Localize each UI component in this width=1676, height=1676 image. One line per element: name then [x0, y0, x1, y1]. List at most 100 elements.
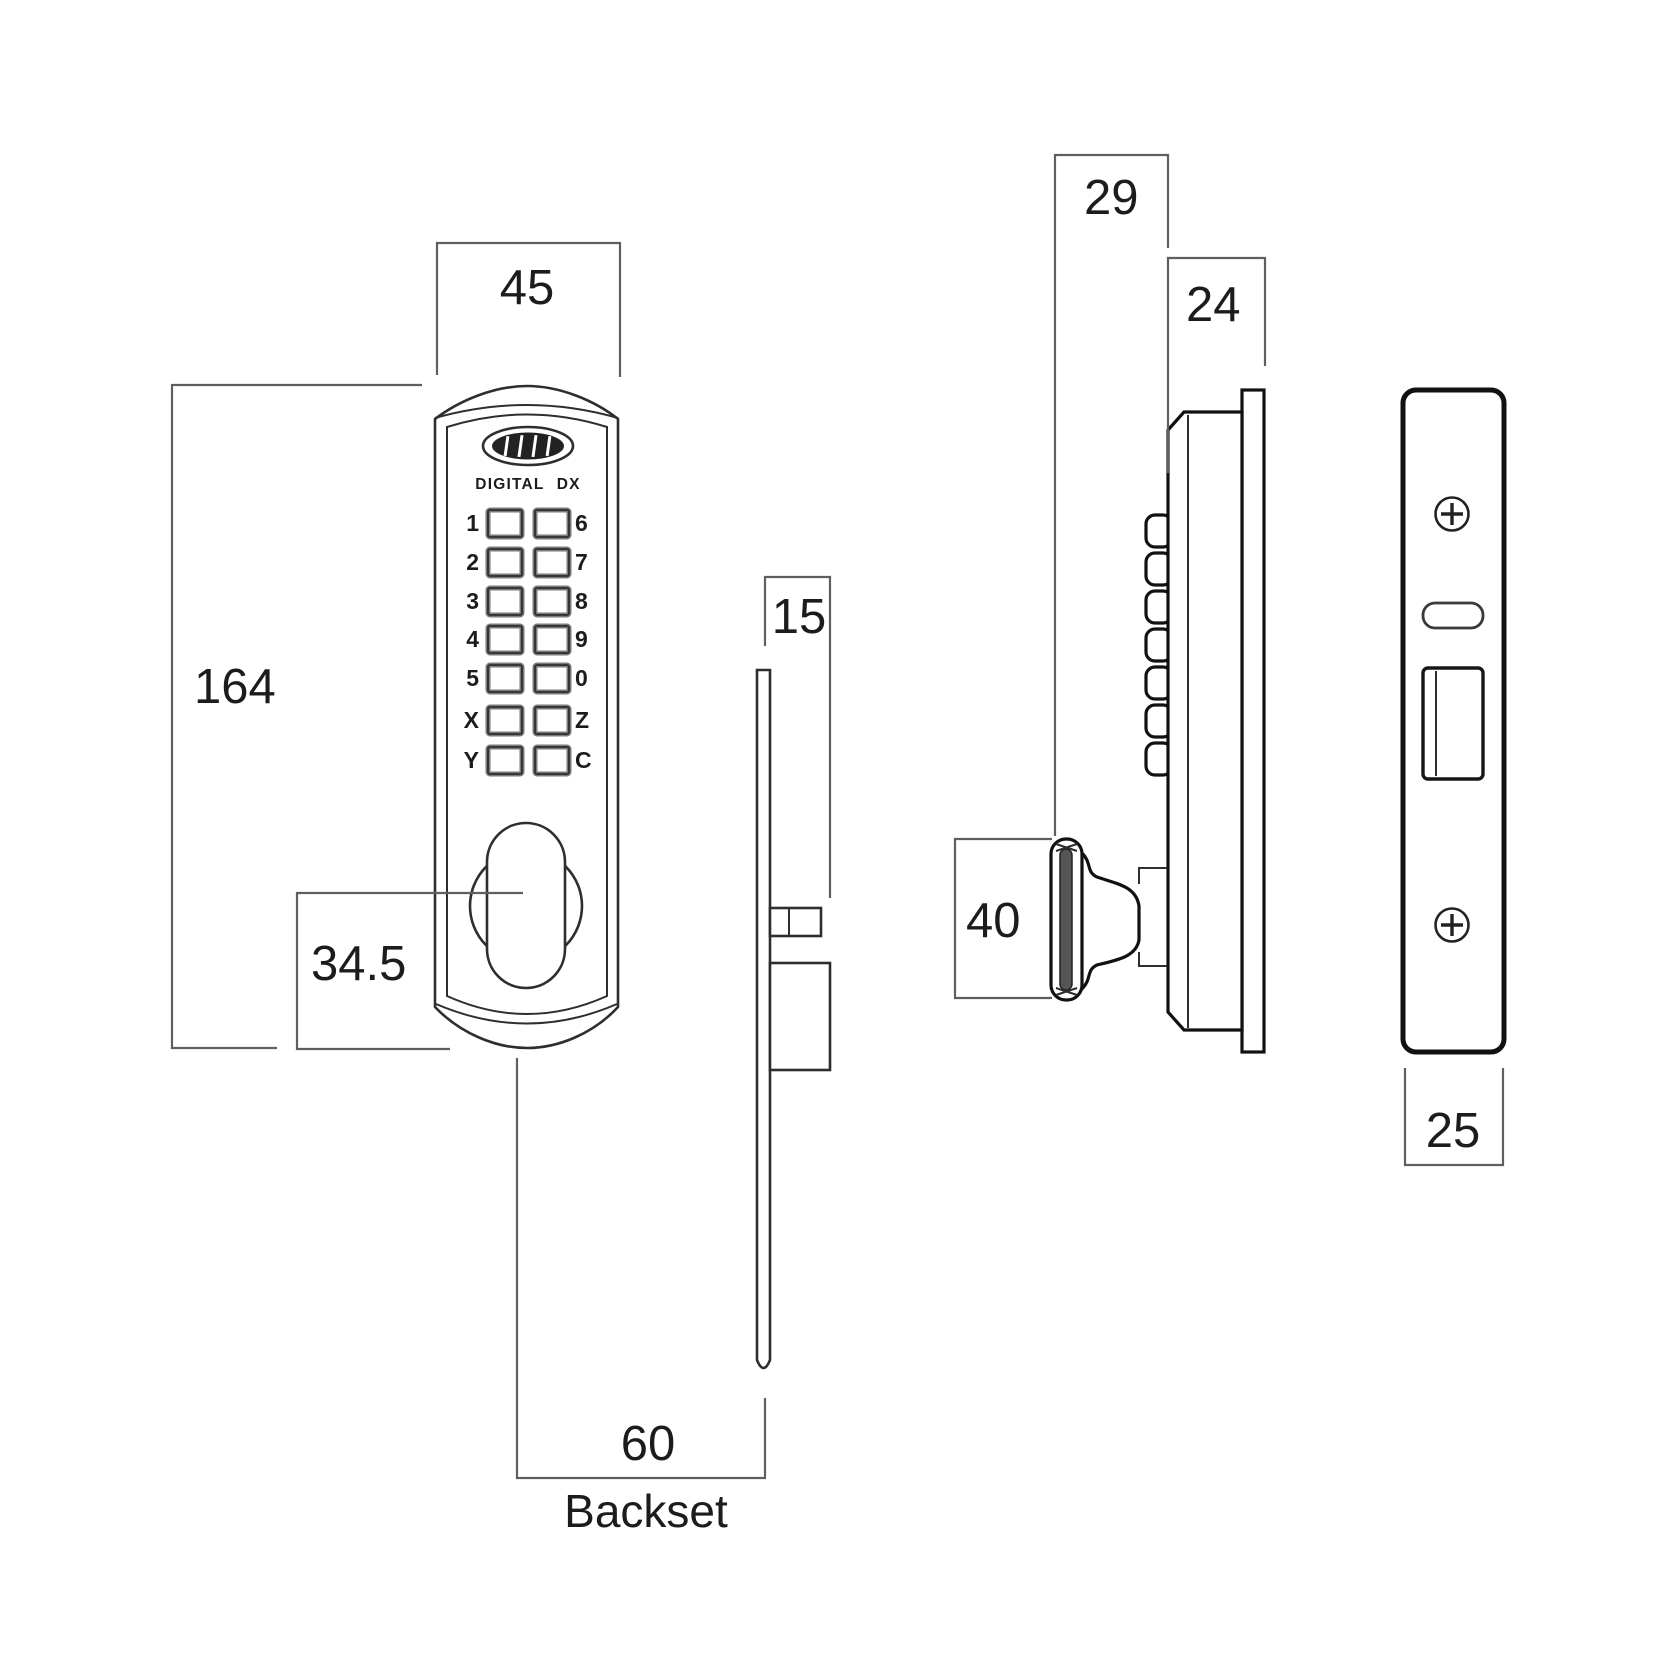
dimensions: 45 164 34.5 60 Backset 15 29 24 40 25 [170, 153, 1505, 1537]
edge-lock-box [768, 961, 832, 1072]
edge-latch-bolt [768, 906, 823, 938]
faceplate-latch [1421, 666, 1485, 781]
key-label-left: 4 [466, 626, 479, 652]
dim-caption-backset: Backset [564, 1485, 728, 1537]
phillips-cross-icon [1441, 914, 1463, 936]
dim-label-latch-projection: 15 [772, 590, 827, 644]
logo-mark [531, 434, 538, 458]
dim-label-case-depth: 24 [1186, 278, 1241, 332]
dim-line-knob-diameter [953, 837, 1052, 1000]
key-label-right: Z [575, 707, 589, 733]
brand-logo [481, 425, 575, 467]
dim-line-height [170, 383, 422, 1050]
keypad-button-inner [487, 587, 523, 616]
edge-view [755, 668, 832, 1370]
keypad-button[interactable] [485, 744, 525, 777]
keypad-button[interactable] [485, 546, 525, 579]
keypad-button[interactable] [485, 662, 525, 695]
keypad-row: 3 8 [466, 585, 588, 618]
dim-label-backset-value: 60 [621, 1417, 676, 1471]
keypad-row: 4 9 [466, 623, 588, 656]
key-label-left: 3 [466, 588, 479, 614]
logo-mark [545, 435, 552, 457]
keypad-button-inner [534, 509, 570, 538]
keypad-button-inner [534, 664, 570, 693]
edge-plate [755, 668, 772, 1370]
keypad-row: 2 7 [466, 546, 588, 579]
latch-opening [1421, 666, 1485, 781]
keypad-row: 5 0 [466, 662, 588, 695]
keypad-button[interactable] [485, 623, 525, 656]
keypad-button-inner [487, 664, 523, 693]
keypad-button-inner [534, 625, 570, 654]
front-view: DIGITAL DX 1 6 2 7 3 [433, 384, 620, 1050]
dim-label-knob-projection: 29 [1084, 171, 1139, 225]
keypad-row: X Z [464, 704, 589, 737]
front-plate-top-edge-line [434, 404, 619, 419]
logo-mark [503, 435, 510, 457]
keypad-button[interactable] [532, 744, 572, 777]
screw-icon [1434, 496, 1470, 532]
keypad-button[interactable] [532, 704, 572, 737]
key-label-left: 2 [466, 549, 479, 575]
dim-label-faceplate-width: 25 [1426, 1104, 1481, 1158]
keypad-button-inner [487, 509, 523, 538]
faceplate-view [1400, 387, 1507, 1055]
keypad-button[interactable] [532, 662, 572, 695]
dim-line-width [435, 241, 622, 377]
brand-text: DIGITAL DX [475, 476, 580, 493]
side-knob-flange-lines [1138, 867, 1167, 967]
phillips-cross-icon [1441, 503, 1463, 525]
dim-line-faceplate-width [1403, 1068, 1505, 1167]
keypad-button[interactable] [532, 585, 572, 618]
keypad: 1 6 2 7 3 [464, 507, 592, 777]
keypad-button-inner [487, 706, 523, 735]
keypad-button[interactable] [485, 585, 525, 618]
key-label-left: Y [464, 747, 479, 773]
dim-label-knob-diameter: 40 [966, 894, 1021, 948]
dim-line-case-depth [1166, 256, 1267, 473]
keypad-button-inner [534, 746, 570, 775]
key-label-right: 6 [575, 510, 588, 536]
side-lock-case [1166, 410, 1244, 1032]
front-plate-bottom-edge-line [435, 1003, 618, 1025]
keypad-button[interactable] [532, 546, 572, 579]
keypad-button[interactable] [532, 507, 572, 540]
dim-line-backset [515, 1058, 767, 1480]
key-label-right: 9 [575, 626, 588, 652]
keypad-button-inner [534, 587, 570, 616]
keypad-row: Y C [464, 744, 592, 777]
dim-label-knob-center: 34.5 [311, 937, 406, 991]
dim-label-height: 164 [194, 660, 276, 714]
screw-icon [1434, 907, 1470, 943]
dim-line-knob-projection [1053, 153, 1170, 836]
knob-grip [485, 821, 567, 990]
key-label-right: 0 [575, 665, 588, 691]
keypad-button-inner [487, 746, 523, 775]
turn-knob-front[interactable] [468, 821, 584, 990]
dim-label-width: 45 [500, 261, 555, 315]
side-mounting-plate [1240, 388, 1266, 1054]
key-label-left: X [464, 707, 480, 733]
keypad-button-inner [534, 548, 570, 577]
front-plate-inner-border [446, 413, 608, 1015]
key-label-left: 1 [466, 510, 479, 536]
logo-fill [492, 432, 564, 460]
keypad-button[interactable] [485, 704, 525, 737]
side-knob-neck [1080, 851, 1141, 991]
keypad-button[interactable] [485, 507, 525, 540]
keypad-button-inner [487, 625, 523, 654]
dim-line-knob-center [295, 891, 523, 1051]
logo-mark [517, 434, 524, 458]
keypad-row: 1 6 [466, 507, 588, 540]
dim-line-latch-projection [763, 575, 832, 898]
side-knob-edge-fill [1059, 848, 1073, 991]
key-label-right: C [575, 747, 592, 773]
key-label-right: 8 [575, 588, 588, 614]
keypad-button-inner [534, 706, 570, 735]
keypad-button[interactable] [532, 623, 572, 656]
side-knob-cap-hatch [1055, 843, 1078, 996]
faceplate-slot [1421, 601, 1485, 630]
